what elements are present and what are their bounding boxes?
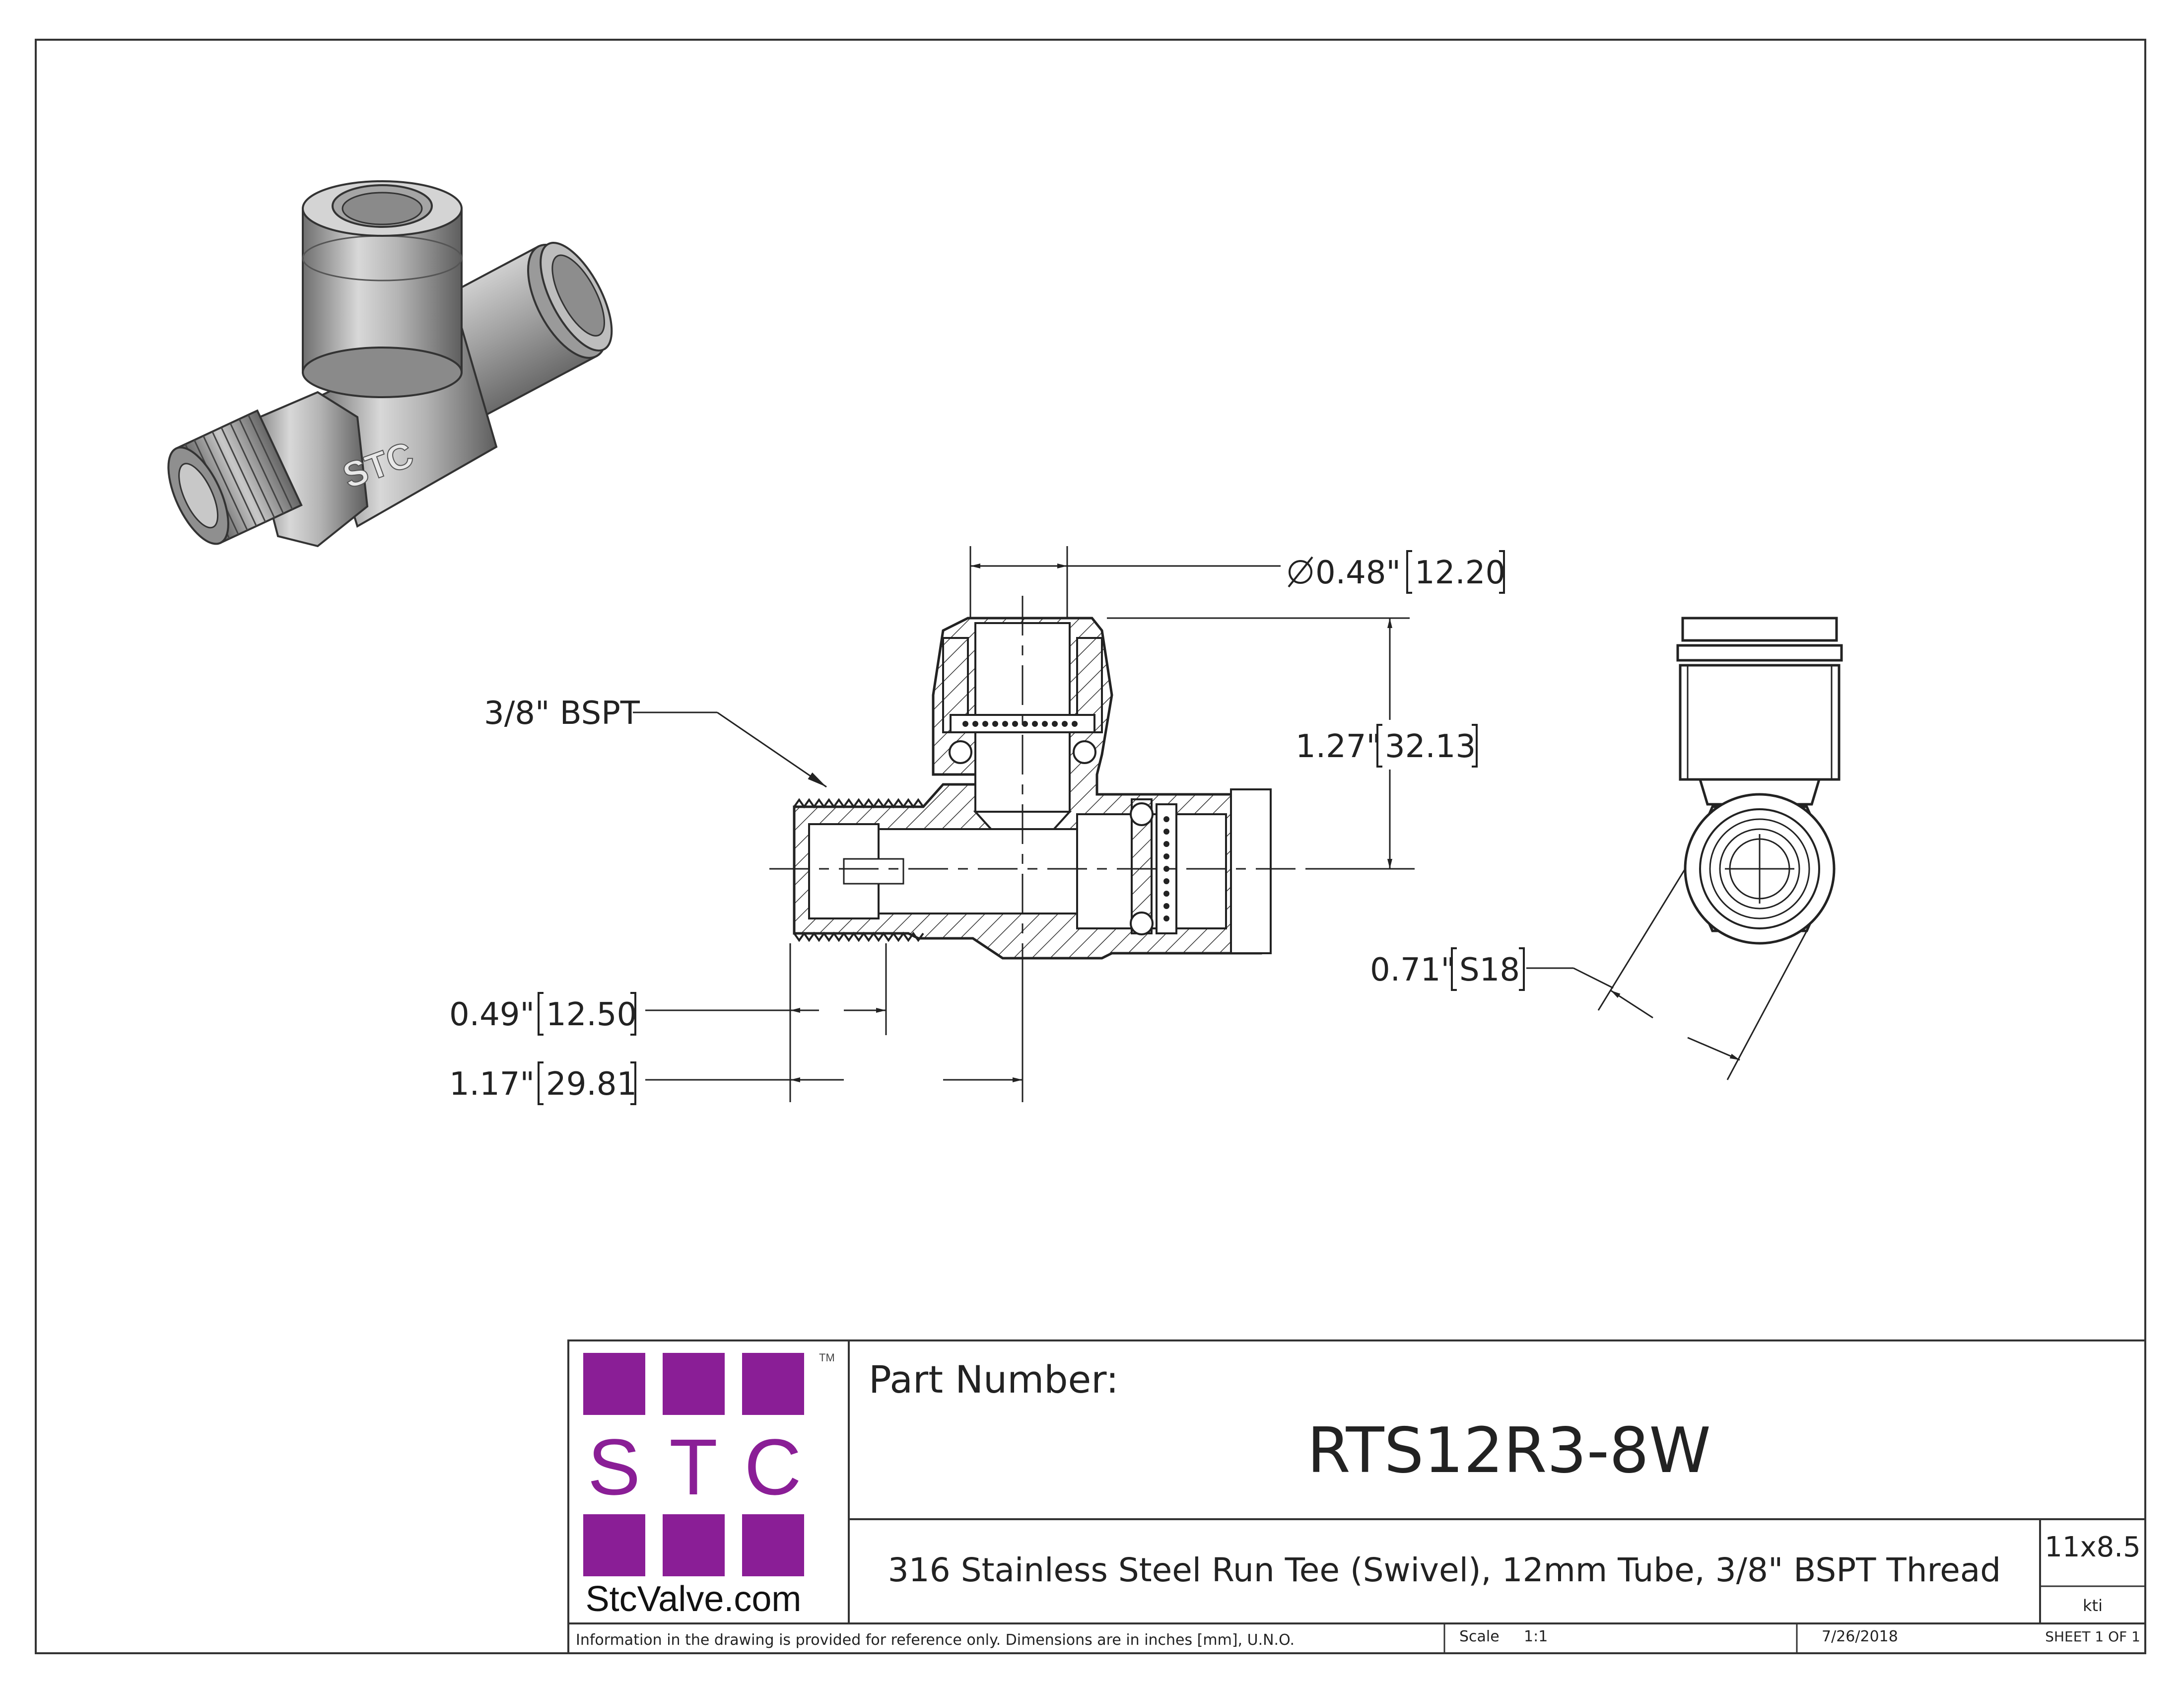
dim-thread-length-mm: 12.50: [546, 996, 637, 1033]
dim-height-in: 1.27": [1296, 728, 1381, 765]
logo-trademark: TM: [819, 1351, 835, 1364]
website-link[interactable]: StcValve.com: [586, 1579, 802, 1619]
dim-hex-mm: S18: [1459, 952, 1520, 988]
dim-hex-in: 0.71": [1370, 952, 1455, 988]
dim-height-mm: 32.13: [1385, 728, 1476, 765]
part-number-label: Part Number:: [869, 1357, 1119, 1402]
drawing-date: 7/26/2018: [1822, 1628, 1898, 1645]
sheet-size: 11x8.5: [2045, 1531, 2140, 1563]
dim-length-mm: 29.81: [546, 1066, 637, 1103]
dim-thread-length-in: 0.49": [449, 996, 535, 1033]
logo-letter-t: T: [669, 1422, 718, 1511]
drawn-by: kti: [2083, 1596, 2103, 1615]
section-view: [769, 596, 1415, 960]
part-number: RTS12R3-8W: [1307, 1414, 1711, 1487]
dim-length-in: 1.17": [449, 1066, 535, 1103]
scale-value: 1:1: [1524, 1628, 1548, 1645]
diameter-symbol: [1288, 556, 1313, 588]
dim-diameter-mm: 12.20: [1415, 555, 1505, 591]
part-description: 316 Stainless Steel Run Tee (Swivel), 12…: [888, 1551, 2001, 1589]
isometric-view: STC: [167, 180, 613, 548]
disclaimer: Information in the drawing is provided f…: [576, 1631, 1295, 1649]
logo-letter-s: S: [588, 1422, 641, 1511]
mm-brackets: [538, 550, 1525, 1105]
title-block: S T C TM StcValve.com Part Number: RTS12…: [567, 1339, 2146, 1654]
sheet-number: SHEET 1 OF 1: [2045, 1628, 2140, 1645]
side-view: [1676, 617, 1843, 945]
logo-letter-c: C: [744, 1422, 802, 1511]
scale-label: Scale: [1459, 1628, 1500, 1645]
dim-diameter-in: 0.48": [1315, 555, 1401, 591]
dim-thread: 3/8" BSPT: [484, 695, 640, 732]
dimensions: [633, 546, 1808, 1102]
stc-logo: S T C TM StcValve.com: [583, 1351, 835, 1619]
